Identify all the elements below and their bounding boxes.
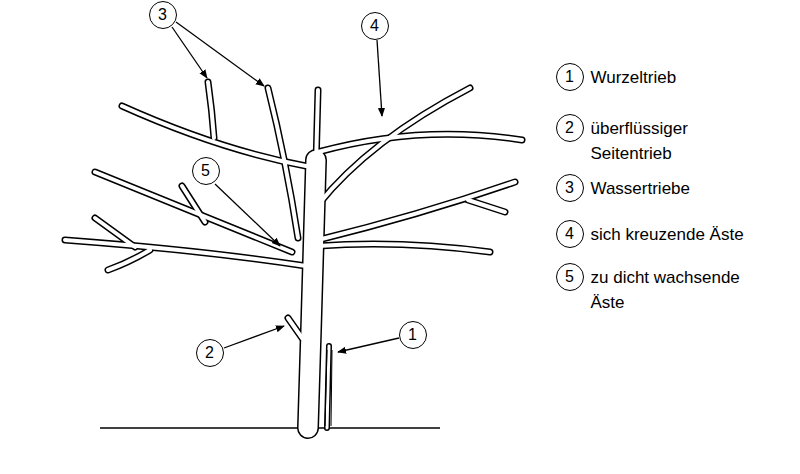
legend-label: zu dicht wachsende Äste: [591, 265, 761, 315]
leader-line: [172, 27, 207, 78]
number-circle: 1: [556, 63, 584, 91]
callout-number: 2: [196, 339, 224, 367]
leader-line: [215, 184, 280, 246]
callout-number: 1: [399, 321, 427, 349]
legend-entry: 2überflüssiger Seitentrieb: [556, 114, 584, 142]
root-shoot: [327, 346, 329, 428]
trunk-outline: [308, 160, 316, 428]
legend-entry: 3Wassertriebe: [556, 174, 584, 202]
legend-label: Wassertriebe: [591, 176, 691, 201]
number-circle: 5: [556, 263, 584, 291]
ground-line: [100, 427, 440, 429]
callout-number: 2: [205, 344, 214, 362]
number-circle: 4: [556, 220, 584, 248]
callout-number: 5: [192, 157, 220, 185]
legend-entry: 1Wurzeltrieb: [556, 63, 584, 91]
number-circle: 2: [556, 114, 584, 142]
callout-number: 4: [565, 225, 574, 243]
callout-number: 4: [370, 17, 379, 35]
leader-line: [176, 22, 264, 86]
callout-number: 3: [149, 1, 177, 29]
legend-entry: 5zu dicht wachsende Äste: [556, 263, 584, 291]
number-circle: 1: [399, 321, 427, 349]
callout-number: 5: [565, 268, 574, 286]
number-circle: 5: [192, 157, 220, 185]
leader-line: [224, 326, 284, 348]
branch-fill: [65, 82, 522, 338]
callout-number: 3: [158, 6, 167, 24]
legend-label: sich kreuzende Äste: [591, 222, 744, 247]
leader-lines: [172, 22, 399, 352]
callout-number: 1: [408, 326, 417, 344]
number-circle: 3: [149, 1, 177, 29]
callout-number: 2: [565, 119, 574, 137]
number-circle: 3: [556, 174, 584, 202]
callout-number: 4: [361, 12, 389, 40]
callout-number: 5: [201, 162, 210, 180]
root-fill: [327, 346, 329, 428]
number-circle: 2: [196, 339, 224, 367]
callout-number: 1: [565, 68, 574, 86]
trunk-fill: [308, 160, 316, 428]
legend-label: überflüssiger Seitentrieb: [591, 116, 716, 166]
callout-number: 3: [565, 179, 574, 197]
branch-outline: [65, 82, 522, 338]
legend-label: Wurzeltrieb: [591, 65, 677, 90]
leader-line: [338, 338, 399, 352]
legend-entry: 4sich kreuzende Äste: [556, 220, 584, 248]
number-circle: 4: [361, 12, 389, 40]
root-shoot-hatch: [325, 350, 332, 426]
leader-line: [377, 40, 382, 116]
